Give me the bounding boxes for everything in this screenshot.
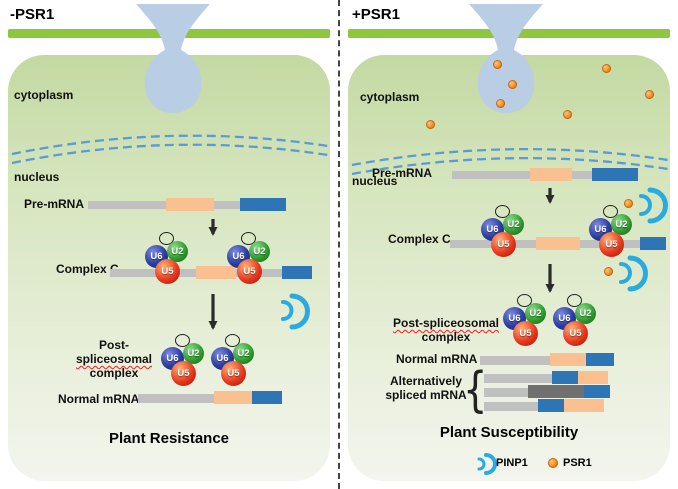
intron-lariat-icon <box>225 334 240 347</box>
u5-snrnp: U5 <box>221 361 246 386</box>
normal-mrna-exon-right <box>586 353 614 366</box>
post-label-line3: complex <box>89 366 139 381</box>
complexc-exon-left <box>282 266 312 279</box>
post-label-line2: spliceosomal <box>75 352 153 367</box>
psr1-dot-icon <box>426 120 435 129</box>
spliceosome-complex: U6 U2 U5 <box>160 334 208 388</box>
u2-snrnp: U2 <box>611 214 632 235</box>
post-spliceosomal-label-left: Post- spliceosomal complex <box>70 338 158 380</box>
complex-c-label-left: Complex C <box>56 262 119 276</box>
plant-susceptibility-title: Plant Susceptibility <box>439 424 579 441</box>
spliceosome-complex: U6 U2 U5 <box>210 334 258 388</box>
u5-snrnp: U5 <box>171 361 196 386</box>
pre-mrna-intron-right <box>530 168 572 181</box>
psr1-dot-icon <box>604 267 613 276</box>
psr1-dot-icon <box>563 110 572 119</box>
alt-mrna1-orange <box>578 371 608 384</box>
post-spliceosomal-label-right: Post-spliceosomal complex <box>390 316 502 344</box>
u2-snrnp: U2 <box>183 343 204 364</box>
alt-spliced-brace: { <box>463 362 488 418</box>
alt-mrna2-exon <box>584 385 610 398</box>
cytoplasm-label-right: cytoplasm <box>360 90 420 104</box>
nucleus-label-right: nucleus <box>352 174 398 188</box>
alt-spliced-mrna-label: Alternatively spliced mRNA <box>385 374 467 402</box>
normal-mrna-backbone-right <box>480 356 550 365</box>
u5-snrnp: U5 <box>513 321 538 346</box>
psr1-dot-icon <box>508 80 517 89</box>
complexc-intron-left <box>196 266 236 279</box>
psr1-dot-icon <box>493 60 502 69</box>
intron-lariat-icon <box>517 294 532 307</box>
spliceosome-complex: U6 U2 U5 <box>480 205 528 259</box>
cytoplasm-label-left: cytoplasm <box>14 88 74 102</box>
u2-snrnp: U2 <box>575 303 596 324</box>
pre-mrna-label-right: Pre-mRNA <box>372 166 433 180</box>
intron-lariat-icon <box>495 205 510 218</box>
u5-snrnp: U5 <box>155 259 180 284</box>
normal-mrna-exon-left <box>252 391 282 404</box>
u5-snrnp: U5 <box>491 232 516 257</box>
alt-mrna1-backbone <box>484 374 552 383</box>
post-label-line1: Post- <box>99 338 129 352</box>
plasma-membrane-right <box>348 29 670 38</box>
plant-cell-right <box>348 55 670 481</box>
spliceosome-complex: U6 U2 U5 <box>502 294 550 348</box>
u2-snrnp: U2 <box>249 241 270 262</box>
u2-snrnp: U2 <box>525 303 546 324</box>
normal-mrna-label-left: Normal mRNA <box>58 392 140 406</box>
intron-lariat-icon <box>567 294 582 307</box>
alt-label-line1: Alternatively <box>389 374 463 388</box>
pre-mrna-intron-left <box>166 198 214 211</box>
normal-mrna-backbone-left <box>138 394 214 403</box>
panel-title-minus-psr1: -PSR1 <box>10 6 55 23</box>
u2-snrnp: U2 <box>233 343 254 364</box>
u2-snrnp: U2 <box>503 214 524 235</box>
alt-mrna3-orange <box>564 399 604 412</box>
spliceosome-complex: U6 U2 U5 <box>144 232 192 286</box>
spliceosome-complex: U6 U2 U5 <box>552 294 600 348</box>
pre-mrna-exon-left <box>240 198 286 211</box>
u2-snrnp: U2 <box>167 241 188 262</box>
post-label-line1: Post-spliceosomal <box>392 316 500 330</box>
psr1-dot-icon <box>645 90 654 99</box>
u5-snrnp: U5 <box>563 321 588 346</box>
intron-lariat-icon <box>175 334 190 347</box>
intron-lariat-icon <box>241 232 256 245</box>
legend-psr1-label: PSR1 <box>563 457 592 469</box>
pre-mrna-label-left: Pre-mRNA <box>24 197 85 211</box>
complex-c-label-right: Complex C <box>388 232 451 246</box>
normal-mrna-orange-left <box>214 391 252 404</box>
legend-pinp1-label: PINP1 <box>496 457 528 469</box>
intron-lariat-icon <box>603 205 618 218</box>
u5-snrnp: U5 <box>237 259 262 284</box>
pre-mrna-exon-right <box>592 168 638 181</box>
intron-lariat-icon <box>159 232 174 245</box>
plasma-membrane-left <box>8 29 330 38</box>
alt-label-line2: spliced mRNA <box>385 388 467 403</box>
post-label-line2: complex <box>421 330 471 345</box>
psr1-dot-icon <box>496 99 505 108</box>
spliceosome-complex: U6 U2 U5 <box>588 205 636 259</box>
alt-mrna1-exon <box>552 371 578 384</box>
spliceosome-complex: U6 U2 U5 <box>226 232 274 286</box>
alt-mrna3-exon <box>538 399 564 412</box>
psr1-dot-icon <box>602 64 611 73</box>
pre-mrna-backbone-left <box>88 201 240 209</box>
psr1-dot-icon <box>624 199 633 208</box>
normal-mrna-label-right: Normal mRNA <box>396 352 478 366</box>
alt-mrna3-backbone <box>484 402 538 411</box>
u5-snrnp: U5 <box>599 232 624 257</box>
normal-mrna-orange-right <box>550 353 586 366</box>
alt-mrna2-backbone <box>484 388 528 397</box>
complexc-exon-right <box>640 237 666 250</box>
alt-mrna2-retained-intron <box>528 385 584 398</box>
nucleus-label-left: nucleus <box>14 170 60 184</box>
panel-title-plus-psr1: +PSR1 <box>352 6 400 23</box>
legend-psr1-icon <box>548 458 558 468</box>
panel-divider <box>338 0 340 489</box>
complexc-intron-right <box>536 237 580 250</box>
plant-resistance-title: Plant Resistance <box>108 430 230 447</box>
